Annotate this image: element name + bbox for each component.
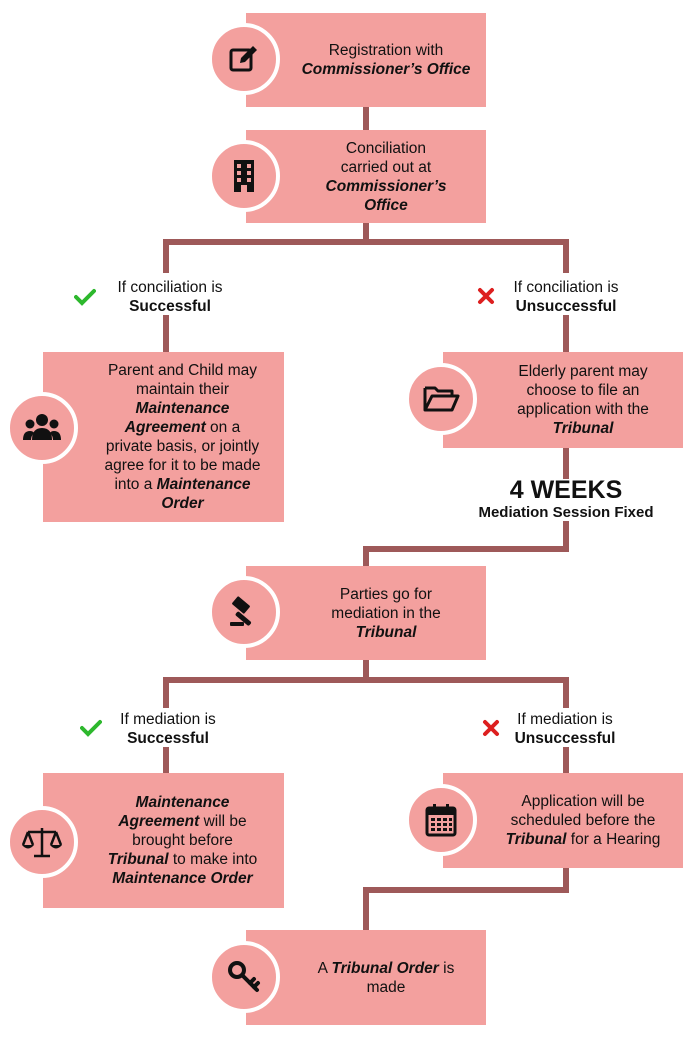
agreement-bold1: Maintenance	[135, 794, 230, 811]
step-mediation: Parties go for mediation in the Tribunal	[246, 566, 486, 660]
private-line6: agree for it to be made	[104, 457, 261, 474]
file-bold: Tribunal	[552, 420, 614, 437]
mediation-icon-circle	[208, 576, 280, 648]
mediation-timing: 4 WEEKS Mediation Session Fixed	[446, 476, 686, 522]
hearing-line2: scheduled before the	[510, 812, 656, 829]
private-agreement-icon-circle	[6, 392, 78, 464]
private-line7-pre: into a	[114, 476, 157, 493]
mediation-success-label: If mediation is Successful	[103, 710, 233, 748]
order-pre: A	[317, 959, 332, 977]
conciliation-success-text: If conciliation is	[117, 279, 223, 296]
mediation-success-strong: Successful	[127, 730, 209, 747]
file-application-icon-circle	[405, 363, 477, 435]
private-line1: Parent and Child may	[107, 362, 258, 379]
cross-icon	[478, 288, 494, 304]
agreement-icon-circle	[6, 806, 78, 878]
hearing-bold: Tribunal	[505, 831, 567, 848]
mediation-fail-text: If mediation is	[517, 711, 613, 728]
cross-icon	[483, 720, 499, 736]
agreement-bold4: Maintenance Order	[112, 870, 253, 887]
conciliation-bold2: Office	[364, 196, 408, 214]
mediation-bold: Tribunal	[355, 623, 417, 641]
order-icon-circle	[208, 941, 280, 1013]
registration-icon-circle	[208, 23, 280, 95]
private-bold3: Maintenance	[156, 476, 251, 493]
step-order: A Tribunal Order is made	[246, 930, 486, 1025]
folder-open-icon	[423, 386, 460, 412]
agreement-bold2: Agreement	[118, 813, 200, 830]
order-post: is	[438, 959, 455, 977]
check-icon	[80, 720, 102, 737]
step-hearing: Application will be scheduled before the…	[443, 773, 683, 868]
hearing-icon-circle	[405, 784, 477, 856]
step-file-application: Elderly parent may choose to file an app…	[443, 352, 683, 448]
conciliation-fail-strong: Unsuccessful	[515, 298, 617, 315]
calendar-icon	[425, 804, 457, 837]
private-line2: maintain their	[135, 381, 230, 398]
private-bold2: Agreement	[124, 419, 206, 436]
file-line1: Elderly parent may	[518, 363, 648, 380]
registration-text: Registration with	[328, 42, 444, 59]
mediation-fail-strong: Unsuccessful	[514, 730, 616, 747]
private-bold1: Maintenance	[135, 400, 230, 417]
edit-icon	[229, 46, 257, 72]
file-line2: choose to file an	[526, 382, 640, 399]
step-private-agreement: Parent and Child may maintain their Main…	[43, 352, 284, 522]
agreement-after-bold2: will be	[199, 813, 247, 830]
conciliation-bold1: Commissioner’s	[325, 177, 447, 195]
weeks-caption: Mediation Session Fixed	[478, 504, 654, 521]
gavel-icon	[230, 596, 252, 626]
conciliation-success-strong: Successful	[129, 298, 211, 315]
private-after-bold2: on a	[205, 419, 241, 436]
step-agreement-before-tribunal: Maintenance Agreement will be brought be…	[43, 773, 284, 908]
conciliation-icon-circle	[208, 140, 280, 212]
conciliation-fail-text: If conciliation is	[513, 279, 619, 296]
order-line2: made	[366, 978, 406, 996]
agreement-line3: brought before	[132, 832, 233, 849]
hearing-after-bold: for a Hearing	[566, 831, 661, 848]
step-registration: Registration with Commissioner’s Office	[246, 13, 486, 107]
conciliation-line2: carried out at	[340, 158, 432, 176]
weeks-value: 4 WEEKS	[509, 476, 623, 504]
building-icon	[234, 160, 254, 192]
private-line5: private basis, or jointly	[105, 438, 260, 455]
key-icon	[228, 961, 260, 992]
conciliation-success-label: If conciliation is Successful	[100, 278, 240, 316]
conciliation-line1: Conciliation	[345, 139, 427, 157]
scales-icon	[22, 828, 62, 858]
agreement-after-bold3: to make into	[168, 851, 258, 868]
hearing-line1: Application will be	[521, 793, 645, 810]
mediation-line2: mediation in the	[331, 604, 441, 622]
file-line3: application with the	[517, 401, 649, 418]
step-conciliation: Conciliation carried out at Commissioner…	[246, 130, 486, 223]
registration-bold: Commissioner’s Office	[301, 61, 471, 78]
group-icon	[23, 414, 61, 440]
mediation-line1: Parties go for	[339, 585, 433, 603]
mediation-success-text: If mediation is	[120, 711, 216, 728]
private-bold4: Order	[161, 495, 204, 512]
conciliation-fail-label: If conciliation is Unsuccessful	[496, 278, 636, 316]
agreement-bold3: Tribunal	[107, 851, 169, 868]
check-icon	[74, 289, 96, 306]
order-bold: Tribunal Order	[331, 959, 439, 977]
mediation-fail-label: If mediation is Unsuccessful	[500, 710, 630, 748]
